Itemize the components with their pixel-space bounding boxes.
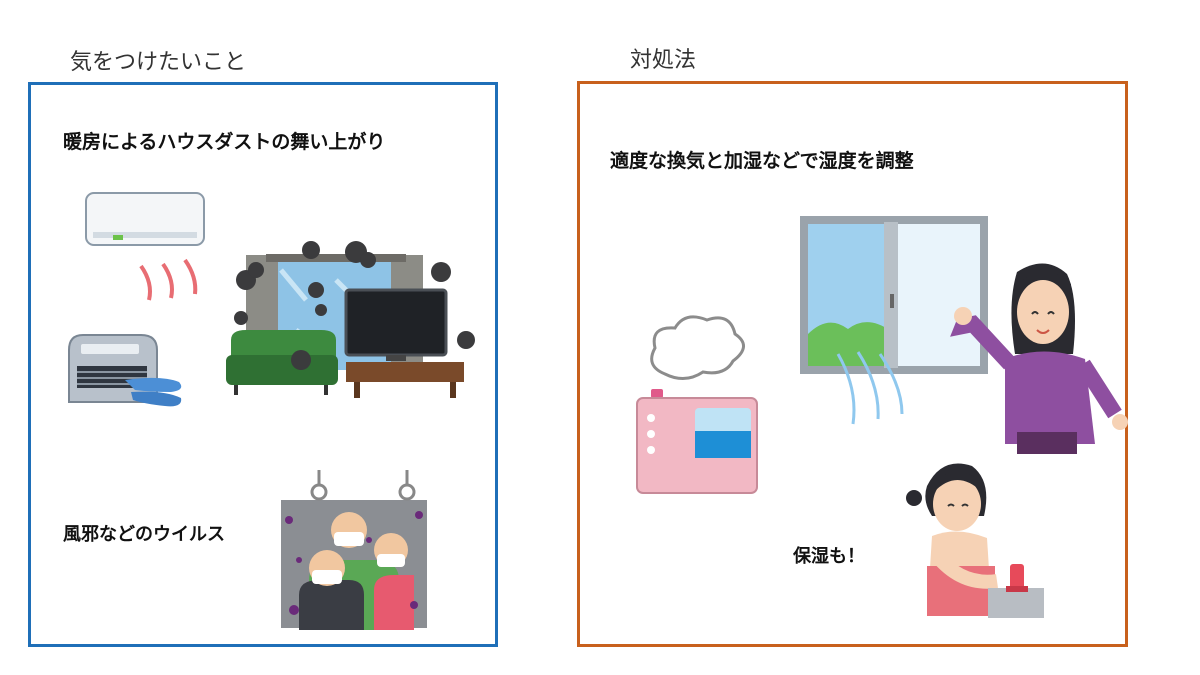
woman-applying-lotion-icon	[906, 463, 1044, 618]
crowded-train-virus-icon	[281, 470, 427, 630]
left-section-title: 気をつけたいこと	[70, 50, 247, 75]
dust-heading: 暖房によるハウスダストの舞い上がり	[63, 131, 386, 153]
right-section-title: 対処法	[630, 48, 697, 73]
fan-heater-icon	[68, 334, 182, 407]
humidity-heading: 適度な換気と加湿などで湿度を調整	[610, 150, 914, 172]
moisturize-label: 保湿も！	[793, 546, 865, 567]
humidifier-icon	[636, 315, 758, 494]
woman-ventilating-icon	[950, 263, 1128, 454]
remedy-panel: 適度な換気と加湿などで湿度を調整 保湿も！	[577, 81, 1128, 647]
caution-panel: 暖房によるハウスダストの舞い上がり	[28, 82, 498, 647]
dusty-living-room-icon	[226, 241, 475, 398]
air-conditioner-icon	[85, 192, 205, 301]
open-window-icon	[800, 216, 988, 425]
virus-label: 風邪などのウイルス	[63, 524, 225, 545]
